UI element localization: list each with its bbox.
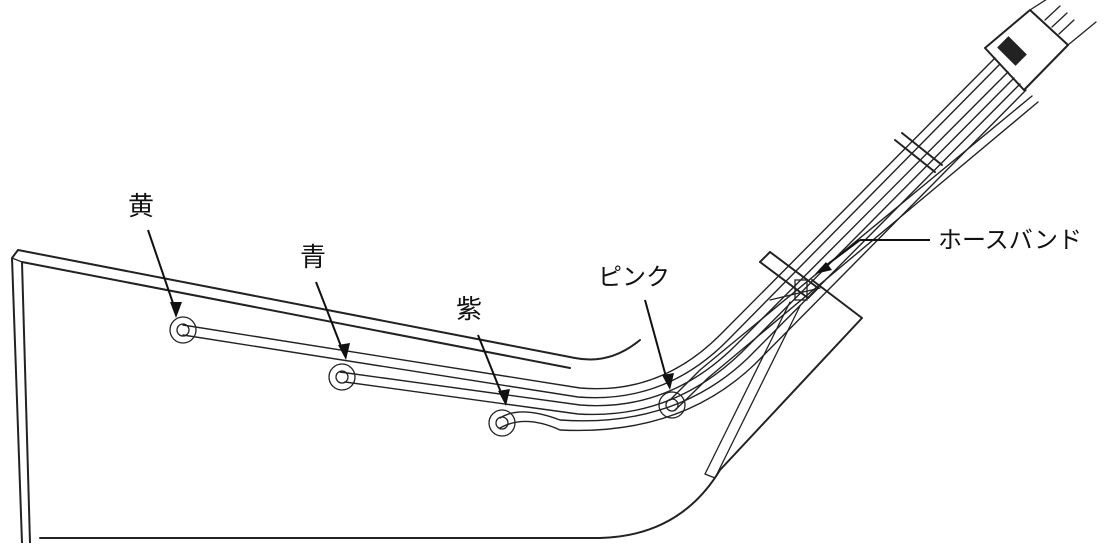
hose-band: [759, 251, 819, 301]
label-hose-band: ホースバンド: [938, 226, 1082, 254]
label-yellow: 黄: [128, 192, 154, 222]
labels: 黄 青 紫 ピンク ホースバンド: [128, 192, 1082, 325]
hose-pink: [669, 95, 1033, 401]
label-purple: 紫: [456, 295, 482, 325]
hose-blue: [339, 71, 1009, 407]
hose-yellow: [182, 57, 996, 390]
fittings: [169, 316, 686, 437]
fitting-yellow: [169, 316, 197, 344]
fitting-blue: [328, 363, 356, 391]
label-blue: 青: [300, 243, 326, 273]
panel-outline: [11, 249, 863, 544]
callout-arrows: [147, 229, 930, 406]
label-pink: ピンク: [598, 263, 670, 291]
hose-purple: [499, 83, 1021, 422]
hose-clip: [894, 132, 943, 173]
fitting-pink: [658, 391, 686, 419]
fitting-purple: [488, 409, 516, 437]
end-connector: [984, 0, 1097, 91]
